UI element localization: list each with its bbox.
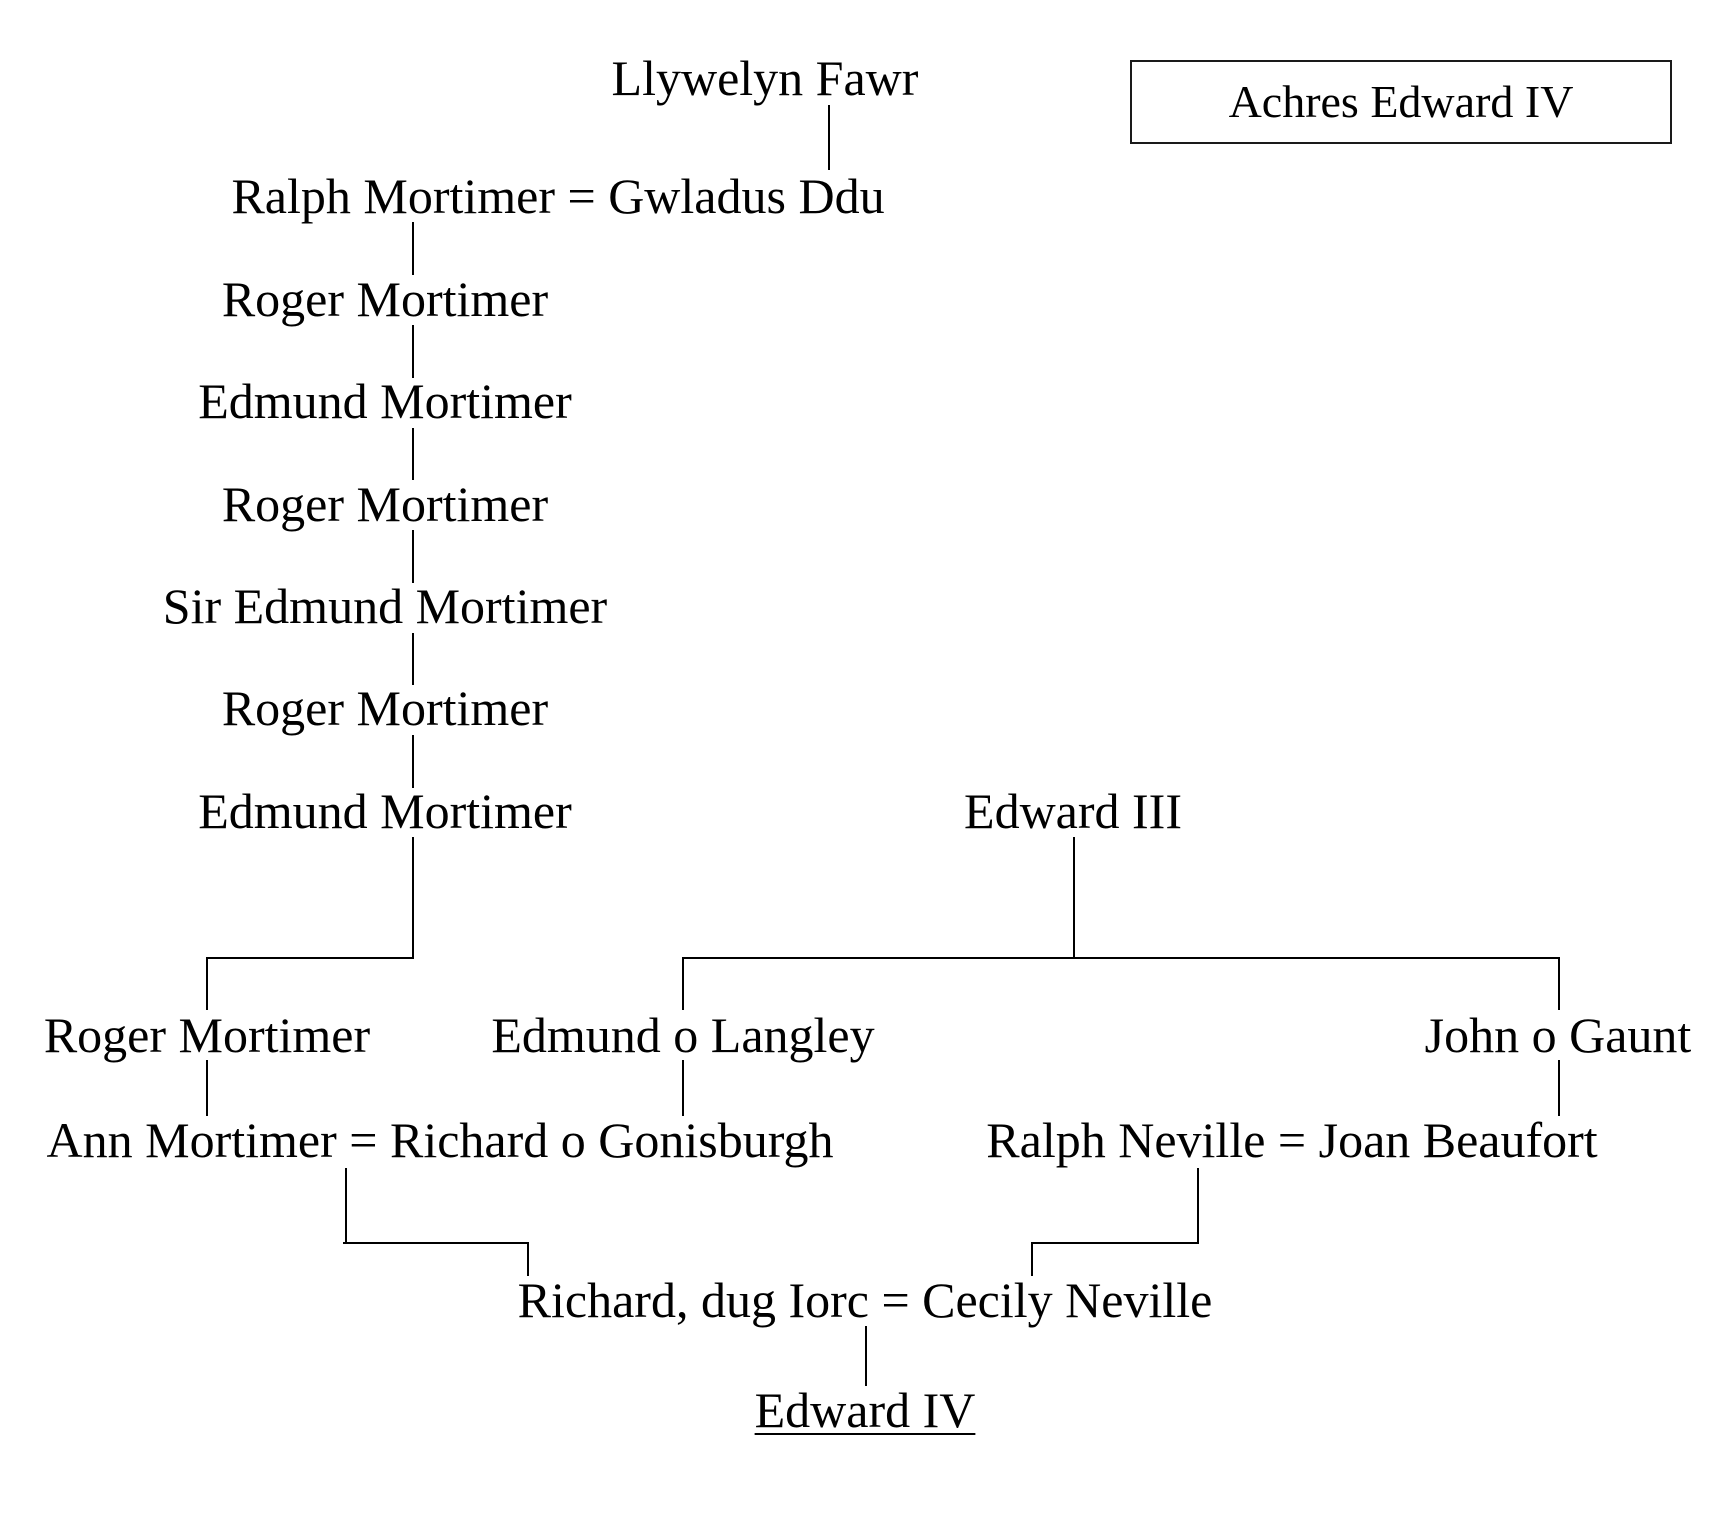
connector-edmund2-to-roger4	[206, 957, 208, 1010]
title-box: Achres Edward IV	[1130, 60, 1672, 144]
person-node-roger-4: Roger Mortimer	[43, 1007, 371, 1063]
connector-langley-to-richard	[682, 1060, 684, 1116]
connector-york-to-edwardiv	[865, 1326, 867, 1386]
person-node-edward-iii: Edward III	[964, 783, 1182, 839]
connector-edward3-bar	[682, 957, 1560, 959]
person-node-sir-edmund: Sir Edmund Mortimer	[162, 578, 608, 634]
connector-annrichard-bar	[343, 1242, 529, 1244]
connector-siredmund-to-roger3	[412, 633, 414, 685]
person-node-roger-1: Roger Mortimer	[221, 271, 549, 327]
person-node-roger-3: Roger Mortimer	[221, 680, 549, 736]
connector-ralphjoan-to-cecily	[1031, 1242, 1033, 1276]
connector-ralphjoan-bar	[1031, 1242, 1199, 1244]
person-node-ann-richard: Ann Mortimer = Richard o Gonisburgh	[46, 1112, 834, 1168]
person-node-ralph-joan: Ralph Neville = Joan Beaufort	[986, 1112, 1598, 1168]
title-box-label: Achres Edward IV	[1228, 76, 1574, 127]
connector-ralph-to-roger1	[412, 222, 414, 275]
connector-roger1-to-edmund1	[412, 325, 414, 378]
connector-roger2-to-siredmund	[412, 530, 414, 583]
person-node-edmund-2: Edmund Mortimer	[198, 783, 572, 839]
connector-annrichard-to-york	[527, 1242, 529, 1276]
connector-roger4-to-ann	[206, 1060, 208, 1116]
connector-llywelyn-to-gwladus	[828, 105, 830, 170]
connector-edmund1-to-roger2	[412, 428, 414, 480]
person-node-edward-iv: Edward IV	[754, 1382, 976, 1438]
connector-roger3-to-edmund2	[412, 735, 414, 788]
person-node-richard-cecily: Richard, dug Iorc = Cecily Neville	[517, 1272, 1213, 1328]
person-node-edmund-1: Edmund Mortimer	[198, 373, 572, 429]
person-node-roger-2: Roger Mortimer	[221, 476, 549, 532]
connector-gaunt-to-joan	[1558, 1060, 1560, 1116]
connector-annrichard-stem	[345, 1168, 347, 1242]
connector-ralphjoan-stem	[1197, 1168, 1199, 1242]
connector-edmund2-bar	[206, 957, 414, 959]
connector-edward3-to-gaunt	[1558, 957, 1560, 1010]
person-node-ralph-gwladus: Ralph Mortimer = Gwladus Ddu	[231, 168, 885, 224]
connector-edward3-stem	[1073, 837, 1075, 957]
person-node-john-gaunt: John o Gaunt	[1424, 1007, 1692, 1063]
person-node-edmund-langley: Edmund o Langley	[491, 1007, 875, 1063]
person-node-llywelyn: Llywelyn Fawr	[611, 50, 919, 106]
connector-edward3-to-langley	[682, 957, 684, 1010]
connector-edmund2-stem	[412, 837, 414, 957]
